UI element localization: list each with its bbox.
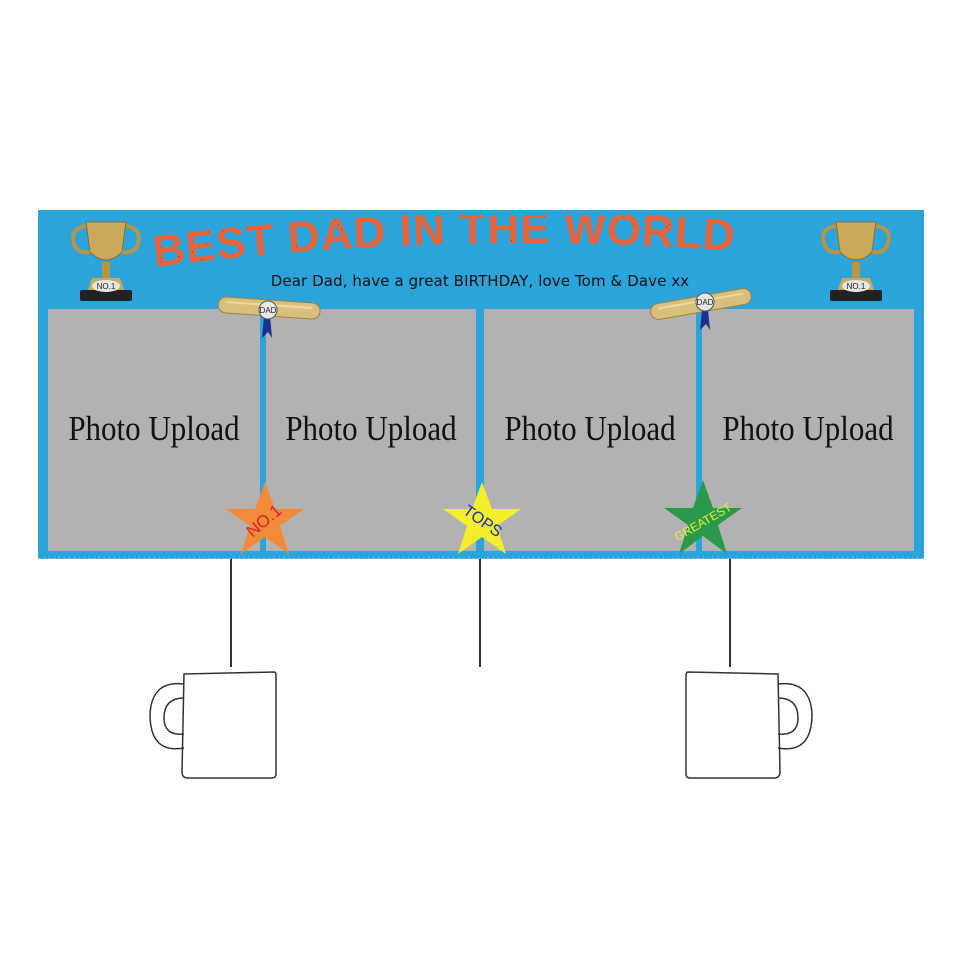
photo-upload-1[interactable]: Photo Upload [48, 309, 260, 551]
trophy-left-icon: NO.1 [71, 221, 141, 301]
star-no1-icon: NO.1 [226, 482, 304, 554]
trophy-right-label: NO.1 [847, 282, 866, 291]
svg-text:BEST DAD IN THE WORLD: BEST DAD IN THE WORLD [150, 215, 737, 275]
photo-upload-4-label: Photo Upload [722, 408, 894, 449]
photo-upload-3[interactable]: Photo Upload [484, 309, 696, 551]
dad-scroll-left-icon: DAD [217, 296, 321, 338]
photo-upload-2-label: Photo Upload [285, 408, 457, 449]
photo-upload-3-label: Photo Upload [504, 408, 676, 449]
photo-upload-1-label: Photo Upload [68, 408, 240, 449]
mug-left-handle-icon [149, 671, 277, 779]
dad-scroll-right-icon: DAD [650, 288, 752, 330]
guide-line-left [230, 559, 232, 667]
dad-scroll-left-label: DAD [260, 306, 277, 315]
star-greatest-icon: GREATEST [664, 480, 742, 554]
dad-scroll-right-label: DAD [697, 298, 714, 307]
mug-right-handle-icon [685, 671, 813, 779]
guide-line-center [479, 559, 481, 667]
banner-title-text: BEST DAD IN THE WORLD [150, 215, 736, 275]
banner-message: Dear Dad, have a great BIRTHDAY, love To… [270, 272, 690, 290]
trophy-right-icon: NO.1 [821, 221, 891, 301]
banner-title: BEST DAD IN THE WORLD [150, 215, 737, 275]
trophy-left-label: NO.1 [97, 282, 116, 291]
star-tops-icon: TOPS [443, 482, 521, 554]
guide-line-right [729, 559, 731, 667]
